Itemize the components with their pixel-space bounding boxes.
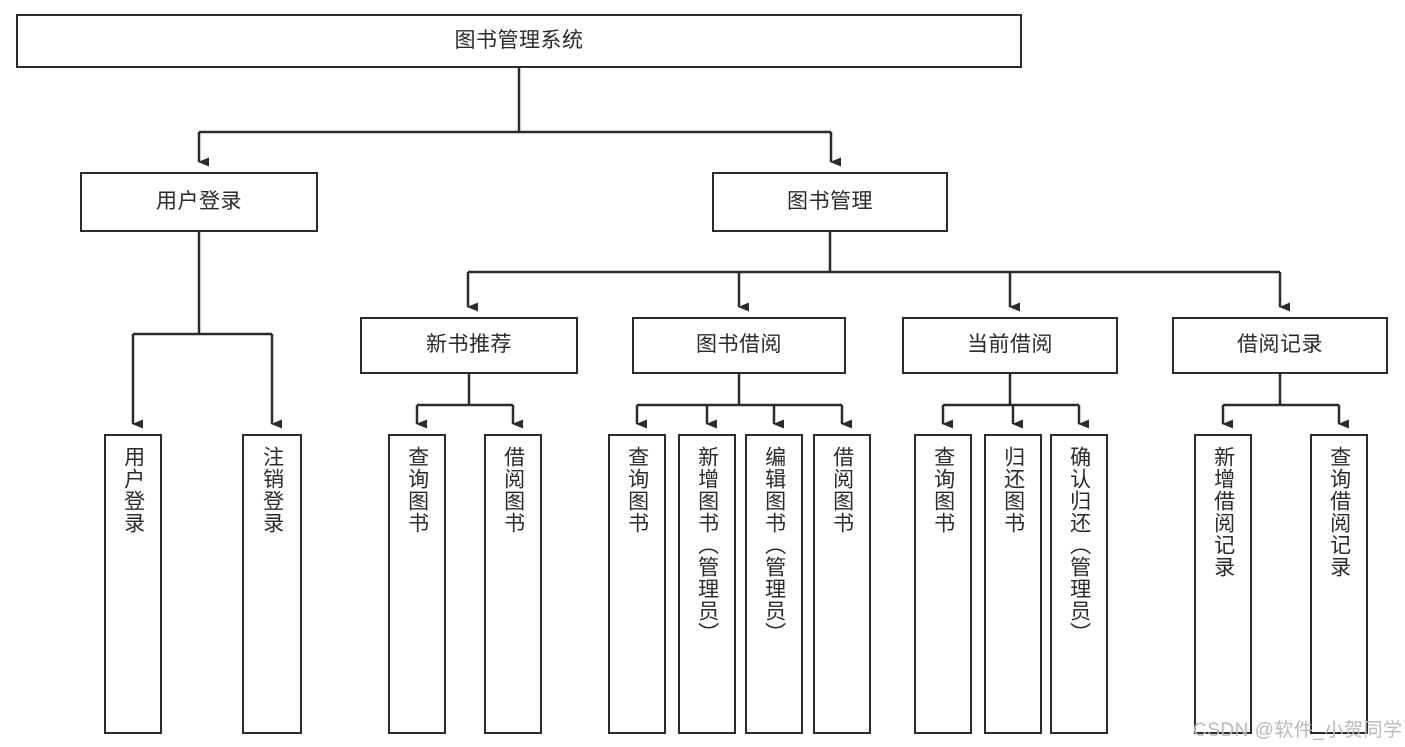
node-user-login-label: 用户登录 [156,189,242,213]
leaf-query-book-new-label: 查询图书 [405,446,429,534]
node-root-label: 图书管理系统 [454,28,584,52]
leaf-edit-book-admin[interactable]: 编辑图书（管理员） [745,434,803,734]
leaf-borrow-book-new[interactable]: 借阅图书 [484,434,542,734]
watermark: CSDN @软件_小贺同学 [1193,720,1403,741]
leaf-user-login[interactable]: 用户登录 [104,434,162,734]
leaf-add-borrow-record[interactable]: 新增借阅记录 [1194,434,1252,734]
leaf-borrow-book[interactable]: 借阅图书 [813,434,871,734]
leaf-return-book[interactable]: 归还图书 [984,434,1042,734]
leaf-edit-book-admin-label: 编辑图书（管理员） [762,446,786,644]
leaf-query-book-current-label: 查询图书 [931,446,955,534]
leaf-return-book-label: 归还图书 [1001,446,1025,534]
leaf-query-book-borrow-label: 查询图书 [625,446,649,534]
leaf-confirm-return-admin-label: 确认归还（管理员） [1067,446,1091,644]
node-new-book-recommend[interactable]: 新书推荐 [360,317,578,374]
leaf-add-book-admin[interactable]: 新增图书（管理员） [678,434,736,734]
node-current-borrow[interactable]: 当前借阅 [902,317,1118,374]
node-book-management[interactable]: 图书管理 [712,172,948,232]
node-book-borrow-label: 图书借阅 [696,333,782,357]
node-user-login[interactable]: 用户登录 [80,172,318,232]
leaf-logout[interactable]: 注销登录 [242,434,302,734]
leaf-borrow-book-label: 借阅图书 [830,446,854,534]
node-borrow-records-label: 借阅记录 [1237,333,1323,357]
leaf-query-borrow-record[interactable]: 查询借阅记录 [1310,434,1368,734]
node-root[interactable]: 图书管理系统 [16,14,1022,68]
leaf-query-book-new[interactable]: 查询图书 [388,434,446,734]
leaf-query-borrow-record-label: 查询借阅记录 [1327,446,1351,578]
leaf-query-book-borrow[interactable]: 查询图书 [608,434,666,734]
leaf-add-borrow-record-label: 新增借阅记录 [1211,446,1235,578]
node-book-management-label: 图书管理 [787,189,873,213]
leaf-logout-label: 注销登录 [260,446,284,534]
node-current-borrow-label: 当前借阅 [967,333,1053,357]
leaf-confirm-return-admin[interactable]: 确认归还（管理员） [1050,434,1108,734]
leaf-borrow-book-new-label: 借阅图书 [501,446,525,534]
leaf-query-book-current[interactable]: 查询图书 [914,434,972,734]
leaf-user-login-label: 用户登录 [121,446,145,534]
node-borrow-records[interactable]: 借阅记录 [1172,317,1388,374]
node-book-borrow[interactable]: 图书借阅 [632,317,846,374]
leaf-add-book-admin-label: 新增图书（管理员） [695,446,719,644]
node-new-book-recommend-label: 新书推荐 [426,333,512,357]
